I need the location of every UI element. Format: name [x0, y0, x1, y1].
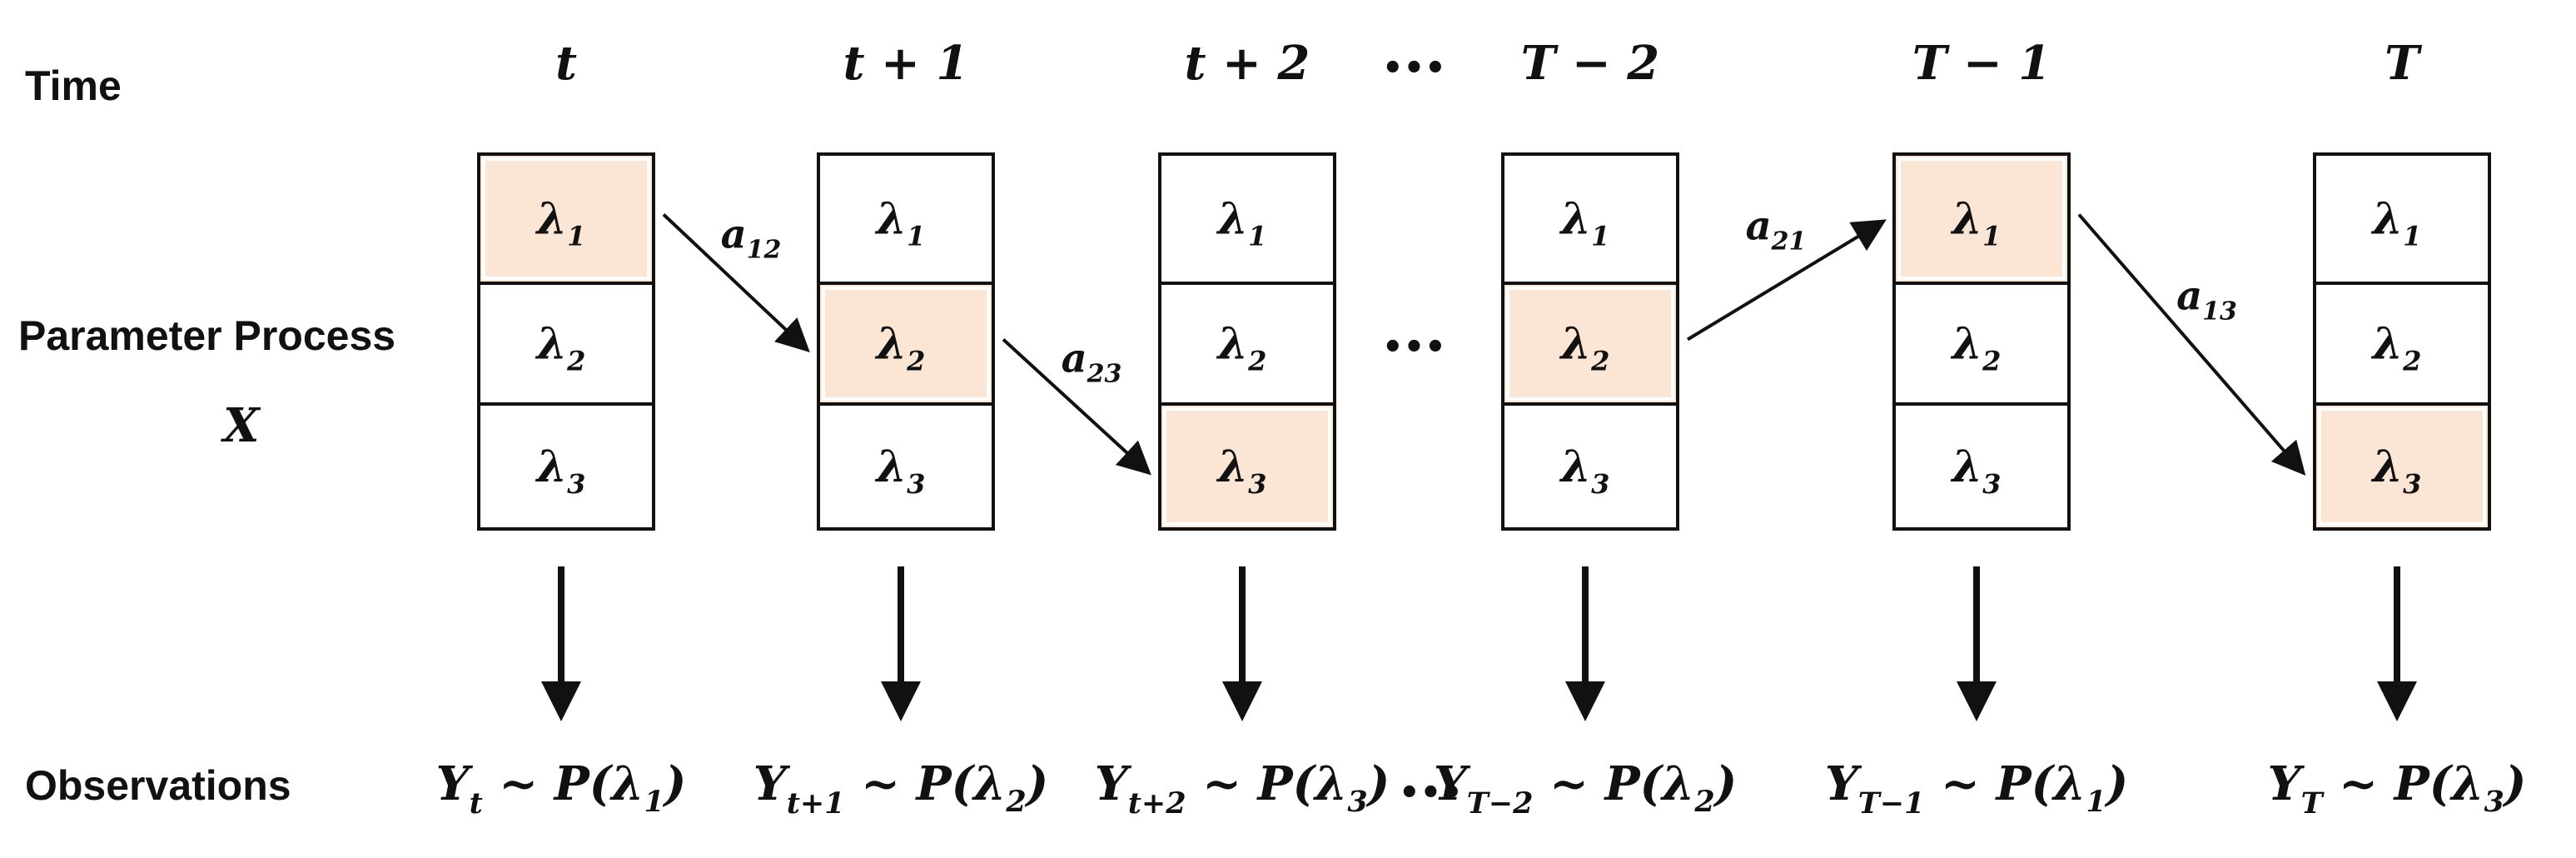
state-cell [1892, 282, 2071, 406]
state-cell-active [817, 282, 995, 406]
observation-label: YT ~ P(λ3) [2268, 756, 2527, 821]
time-step: Tλ1 λ2 λ3 YT ~ P(λ3) [2268, 36, 2527, 821]
state-lambda-label: λ1 [1951, 194, 2002, 252]
state-lambda-label: λ3 [2371, 441, 2422, 500]
transition-arrow [1686, 219, 1887, 342]
transition: a12 [662, 212, 810, 352]
transition: a13 [2077, 213, 2306, 476]
state-lambda-label: λ1 [1559, 194, 1610, 252]
state-lambda-label: λ3 [535, 441, 586, 500]
state-cell [1501, 402, 1679, 531]
transitions: a12 a23 a21 a13 [662, 203, 2306, 476]
highlight-border [2318, 407, 2486, 526]
state-lambda-label: λ2 [535, 319, 586, 377]
state-column: λ1 λ2 λ3 [2313, 152, 2491, 531]
parameter-process-label: Parameter Process [18, 312, 395, 359]
observation-ellipsis: ••• [1399, 774, 1463, 812]
state-cell [817, 402, 995, 531]
state-cell-active [1158, 402, 1336, 531]
observation-label: Yt ~ P(λ1) [436, 756, 687, 821]
transition-label: a23 [1062, 335, 1122, 388]
highlight-border [482, 157, 650, 280]
highlight-border [1506, 287, 1674, 401]
state-cell-active [2313, 402, 2491, 531]
state-cell-active [1501, 282, 1679, 406]
time-row-label: Time [25, 62, 122, 109]
transition-arrow [662, 213, 810, 352]
time-label: T [2385, 36, 2423, 91]
observation-label: Yt+1 ~ P(λ2) [753, 756, 1049, 821]
time-label: T − 2 [1521, 36, 1660, 91]
transition-arrow [2077, 213, 2306, 476]
state-column: λ1 λ2 λ3 [477, 152, 655, 531]
parameter-symbol: X [221, 398, 261, 453]
time-label: t [555, 36, 577, 91]
observations-row-label: Observations [25, 762, 291, 809]
state-ellipsis: ••• [1382, 328, 1446, 367]
transition-label: a21 [1746, 203, 1807, 257]
state-lambda-label: λ2 [2371, 319, 2422, 377]
transition-label: a13 [2176, 272, 2237, 326]
state-lambda-label: λ2 [1951, 319, 2002, 377]
highlight-border [1897, 157, 2066, 280]
time-label: T − 1 [1912, 36, 2051, 91]
time-label: t + 2 [1185, 36, 1310, 91]
state-lambda-label: λ3 [1216, 441, 1267, 500]
state-lambda-label: λ1 [2371, 194, 2422, 252]
state-lambda-label: λ2 [1559, 319, 1610, 377]
state-cell [477, 402, 655, 531]
state-lambda-label: λ1 [875, 194, 926, 252]
observation-label: YT−1 ~ P(λ1) [1825, 756, 2128, 821]
state-cell [1892, 402, 2071, 531]
time-ellipsis: ••• [1382, 49, 1446, 87]
state-lambda-label: λ1 [535, 194, 586, 252]
highlight-border [1163, 407, 1331, 526]
transition-label: a12 [721, 212, 782, 265]
transition-arrow [1002, 338, 1151, 476]
transition: a23 [1002, 335, 1151, 476]
state-cell [2313, 282, 2491, 406]
time-step: t λ1 λ2 λ3 Yt ~ P(λ1) [436, 36, 687, 821]
state-lambda-label: λ3 [875, 441, 926, 500]
state-cell [1158, 152, 1336, 285]
state-column: λ1 λ2 λ3 [817, 152, 995, 531]
state-cell [1501, 152, 1679, 285]
state-column: λ1 λ2 λ3 [1501, 152, 1679, 531]
transition: a21 [1686, 203, 1887, 342]
state-column: λ1 λ2 λ3 [1158, 152, 1336, 531]
highlight-border [822, 287, 990, 401]
observation-label: YT−2 ~ P(λ2) [1434, 756, 1737, 821]
state-cell [1158, 282, 1336, 406]
state-lambda-label: λ2 [875, 319, 926, 377]
state-cell [2313, 152, 2491, 285]
state-cell-active [477, 152, 655, 285]
state-column: λ1 λ2 λ3 [1892, 152, 2071, 531]
state-lambda-label: λ3 [1951, 441, 2002, 500]
time-label: t + 1 [843, 36, 969, 91]
state-lambda-label: λ1 [1216, 194, 1267, 252]
state-lambda-label: λ2 [1216, 319, 1267, 377]
observation-label: Yt+2 ~ P(λ3) [1095, 756, 1390, 821]
state-lambda-label: λ3 [1559, 441, 1610, 500]
